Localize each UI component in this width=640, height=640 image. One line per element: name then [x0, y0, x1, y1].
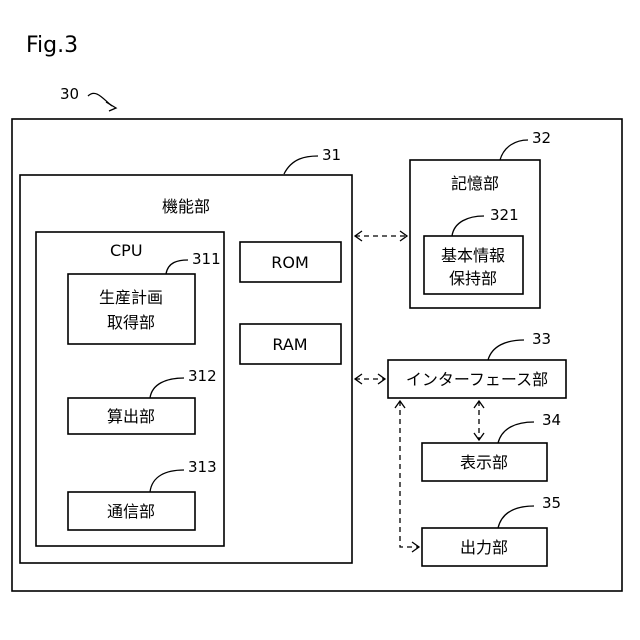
ref-number-35: 35	[542, 494, 561, 512]
ram-label: RAM	[272, 335, 307, 354]
output-unit-label: 出力部	[460, 538, 508, 557]
leader-arrow-30	[106, 102, 116, 111]
calculation-unit-label: 算出部	[107, 407, 155, 426]
figure-label: Fig.3	[26, 33, 78, 58]
ref-number-32: 32	[532, 129, 551, 147]
ref-number-33: 33	[532, 330, 551, 348]
ref-number-31: 31	[322, 146, 341, 164]
ref-number-313: 313	[188, 458, 217, 476]
production-plan-label-line2: 取得部	[107, 313, 155, 332]
ref-number-34: 34	[542, 411, 561, 429]
interface-unit-label: インターフェース部	[406, 370, 548, 389]
basic-info-label-line1: 基本情報	[441, 246, 505, 265]
cpu-label: CPU	[110, 241, 143, 260]
storage-unit-label: 記憶部	[451, 174, 499, 193]
basic-info-label-line2: 保持部	[449, 269, 497, 288]
ref-number-312: 312	[188, 367, 217, 385]
ref-number-321: 321	[490, 206, 519, 224]
functional-unit-label: 機能部	[162, 197, 210, 216]
communication-unit-label: 通信部	[107, 502, 155, 521]
production-plan-label-line1: 生産計画	[99, 288, 163, 307]
rom-label: ROM	[271, 253, 309, 272]
ref-number-30: 30	[60, 85, 79, 103]
ref-number-311: 311	[192, 250, 221, 268]
display-unit-label: 表示部	[460, 453, 508, 472]
production-plan-acquisition-box	[68, 274, 195, 344]
